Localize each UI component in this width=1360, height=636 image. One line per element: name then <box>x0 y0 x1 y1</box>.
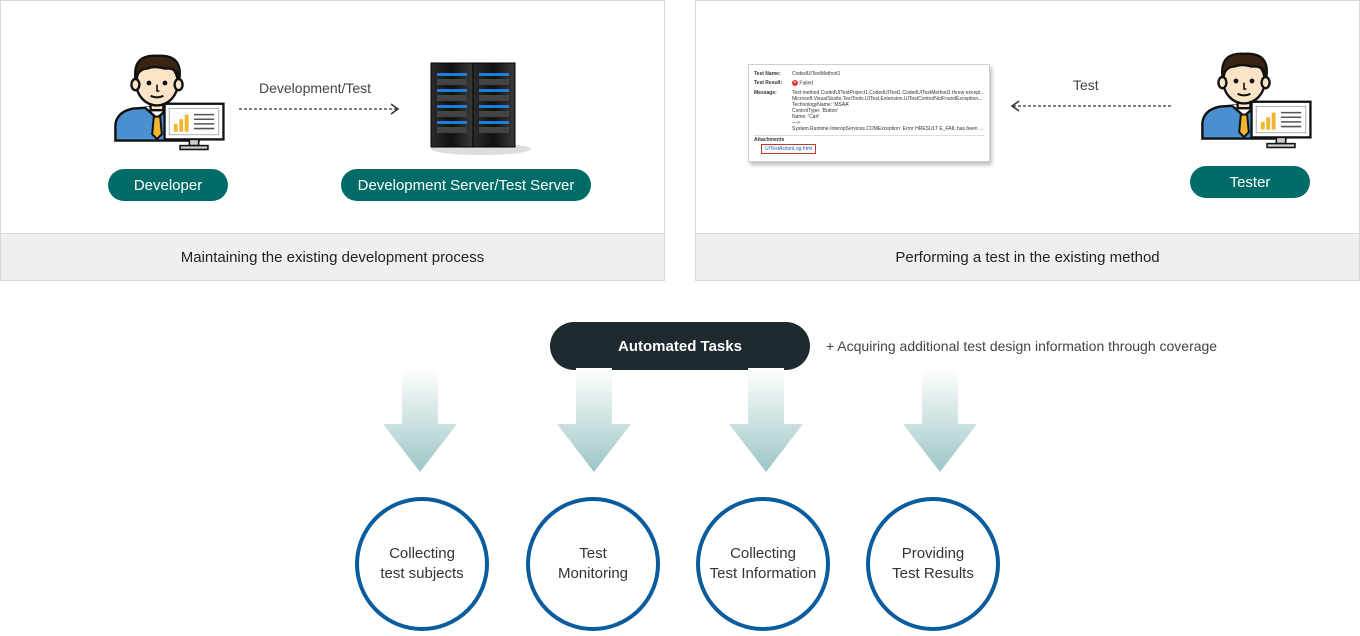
developer-person-icon <box>113 54 225 151</box>
task-line1: Test <box>579 545 607 562</box>
test-arrow-label: Test <box>1073 77 1099 93</box>
message-lines: Test method CodedUITestProject1.CodedUIT… <box>792 90 985 132</box>
task-line1: Collecting <box>730 545 796 562</box>
attachment-link[interactable]: UITestActionLog.html <box>761 144 817 154</box>
server-rack-icon <box>430 62 531 155</box>
message-key: Message: <box>754 90 777 96</box>
message-line: Test method CodedUITestProject1.CodedUIT… <box>792 90 985 96</box>
task-line2: test subjects <box>380 565 464 582</box>
task-providing-test-results: Providing Test Results <box>866 497 1000 631</box>
task-test-monitoring: Test Monitoring <box>526 497 660 631</box>
message-line: TechnologyName: 'MSAA' <box>792 102 850 108</box>
message-line: ControlType: 'Button' <box>792 108 839 114</box>
test-result-key: Test Result: <box>754 80 783 87</box>
message-line: System.Runtime.InteropServices.COMExcept… <box>792 126 984 132</box>
test-result-screenshot: Test Name: CodedUITestMethod1 Test Result… <box>748 64 990 162</box>
left-arrow-icon <box>1010 100 1173 112</box>
left-panel-caption: Maintaining the existing development pro… <box>1 233 664 280</box>
task-line2: Monitoring <box>557 565 629 582</box>
task-line2: Test Results <box>892 565 974 582</box>
tester-person-icon <box>1200 52 1312 149</box>
down-arrow-icon <box>729 368 803 472</box>
test-result-value: Failed <box>799 80 814 87</box>
task-collecting-test-information: Collecting Test Information <box>696 497 830 631</box>
down-arrow-icon <box>383 368 457 472</box>
message-line: Name: 'Cart' <box>792 114 820 120</box>
existing-test-panel: Test Tester Performing a test in the exi… <box>695 0 1360 281</box>
test-name-value: CodedUITestMethod1 <box>792 71 841 77</box>
task-line2: Test Information <box>709 565 817 582</box>
automated-tasks-pill: Automated Tasks <box>550 322 810 370</box>
down-arrow-icon <box>557 368 631 472</box>
server-label: Development Server/Test Server <box>341 169 591 201</box>
down-arrow-icon <box>903 368 977 472</box>
task-collecting-test-subjects: Collecting test subjects <box>355 497 489 631</box>
tester-label: Tester <box>1190 166 1310 198</box>
message-line: Microsoft.VisualStudio.TestTools.UITest.… <box>792 96 983 102</box>
task-line1: Collecting <box>389 545 455 562</box>
existing-development-panel: Developer Development/Test Development S… <box>0 0 665 281</box>
development-test-arrow-label: Development/Test <box>259 80 372 96</box>
developer-label: Developer <box>108 169 228 201</box>
task-line1: Providing <box>901 545 965 562</box>
right-panel-caption: Performing a test in the existing method <box>696 233 1359 280</box>
failed-x-icon: × <box>792 80 798 86</box>
attachments-key: Attachments <box>754 137 785 143</box>
automation-note: + Acquiring additional test design infor… <box>826 338 1218 354</box>
test-name-key: Test Name: <box>754 71 781 77</box>
message-line: ---> <box>792 120 800 126</box>
right-arrow-icon <box>239 103 400 115</box>
